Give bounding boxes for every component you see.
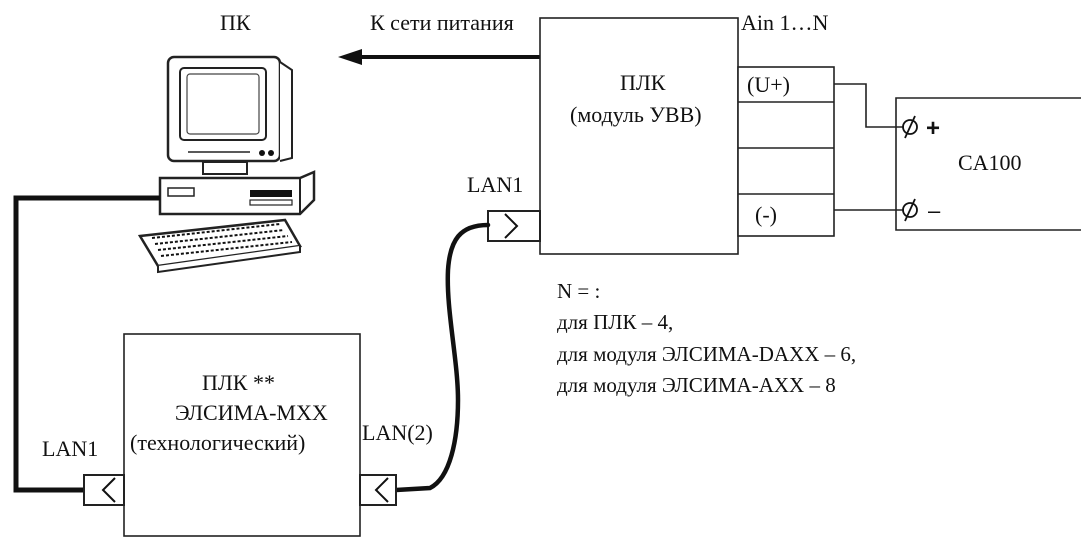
terminal-block: [737, 66, 835, 237]
plc-tech: [123, 333, 361, 537]
tech-plc-line2: ЭЛСИМА-MXX: [175, 400, 328, 425]
terminal-minus: (-): [755, 202, 777, 227]
power-label: К сети питания: [370, 10, 514, 35]
lan1-top-label: LAN1: [467, 172, 523, 197]
ain-label: Ain 1…N: [741, 10, 829, 35]
computer-icon: [137, 55, 316, 274]
phi-connector-minus-icon: [902, 198, 918, 222]
plc-io-module: [539, 17, 739, 255]
tech-lan2-port-icon: [359, 474, 397, 506]
lan2-label: LAN(2): [362, 420, 433, 445]
tech-plc-line1: ПЛК **: [202, 370, 275, 395]
pc-label: ПК: [220, 10, 251, 35]
lan-cable: [393, 222, 491, 493]
n-plc: для ПЛК – 4,: [557, 310, 673, 334]
n-equals: N = :: [557, 279, 600, 303]
lan1-port-icon: [487, 210, 541, 242]
tech-plc-line3: (технологический): [130, 430, 305, 455]
lan1-left-label: LAN1: [42, 436, 98, 461]
pc-lan-cable: [13, 195, 160, 493]
minus-sign: –: [928, 198, 941, 223]
phi-connector-plus-icon: [902, 115, 918, 139]
wire-plus: [834, 83, 904, 128]
terminal-u-plus: (U+): [747, 72, 790, 97]
n-axx: для модуля ЭЛСИМА-AXX – 8: [557, 373, 836, 397]
ca100-label: CA100: [958, 150, 1022, 175]
tech-lan1-port-icon: [83, 474, 125, 506]
n-daxx: для модуля ЭЛСИМА-DAXX – 6,: [557, 342, 856, 366]
plc-subtitle: (модуль УВВ): [570, 102, 702, 127]
ca100-box: [895, 97, 1081, 231]
plus-sign: +: [926, 115, 940, 142]
plc-title: ПЛК: [620, 70, 666, 95]
power-arrow-head: [338, 49, 362, 65]
